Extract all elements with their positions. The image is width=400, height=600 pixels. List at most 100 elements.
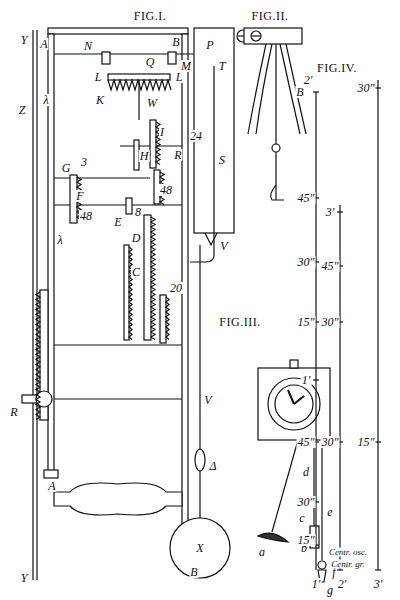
teeth	[36, 292, 40, 420]
part-letter: 30″	[297, 496, 316, 508]
bob	[258, 533, 288, 542]
part-letter: 45″	[297, 192, 316, 204]
loop	[271, 185, 284, 200]
cord	[321, 440, 322, 560]
part-letter: F	[75, 190, 84, 202]
right-post	[182, 34, 188, 556]
rod	[32, 30, 33, 580]
part-letter: 15″	[297, 534, 316, 546]
part-letter: A	[39, 38, 48, 50]
part-letter: 1′	[311, 578, 322, 590]
part-letter: R	[9, 406, 18, 418]
figure-title: FIG.II.	[251, 10, 290, 22]
part-letter: Q	[145, 56, 156, 68]
part-letter: P	[205, 39, 214, 51]
part-letter: E	[113, 216, 122, 228]
part-letter: 30″	[321, 316, 340, 328]
thread	[275, 44, 276, 200]
part-letter: V	[219, 240, 228, 252]
part-letter: T	[218, 60, 227, 72]
bracket	[244, 28, 302, 44]
tick	[337, 569, 343, 570]
part-letter: 48	[79, 210, 93, 222]
part-letter: L	[94, 71, 103, 83]
arbor	[54, 344, 182, 345]
teeth	[108, 80, 171, 90]
dial	[275, 385, 313, 423]
finial	[290, 360, 298, 368]
part-letter: A	[47, 480, 56, 492]
part-letter: Y	[20, 34, 29, 46]
pallet	[168, 52, 176, 64]
part-letter: Z	[18, 104, 27, 116]
hand	[288, 390, 294, 404]
pendulum-rod	[272, 440, 298, 532]
scale-line	[315, 92, 316, 570]
part-letter: 3′	[373, 578, 384, 590]
cheek	[248, 44, 272, 134]
part-letter: d	[302, 466, 310, 478]
part-letter: 2′	[337, 578, 348, 590]
part-letter: I	[159, 126, 165, 138]
part-letter: 30″	[321, 436, 340, 448]
pallet	[102, 52, 110, 64]
part-letter: 24	[189, 130, 203, 142]
part-letter: H	[139, 150, 150, 162]
part-letter: Centr. gr.	[330, 560, 365, 569]
part-letter: W	[146, 97, 158, 109]
scale-line	[377, 80, 378, 570]
pinion	[126, 198, 132, 214]
cord	[313, 440, 314, 526]
clock-case	[258, 368, 330, 440]
figure-title: FIG.III.	[218, 316, 261, 328]
figure-title: FIG.I.	[133, 10, 167, 22]
part-letter: 8	[134, 206, 142, 218]
part-letter: 30″	[357, 82, 376, 94]
part-letter: 45″	[321, 260, 340, 272]
part-letter: a	[258, 546, 266, 558]
cheek	[280, 44, 306, 134]
part-letter: 48	[159, 184, 173, 196]
part-letter: D	[131, 232, 142, 244]
wheel	[150, 120, 156, 168]
part-letter: X	[195, 542, 204, 554]
figure-title: FIG.IV.	[316, 62, 358, 74]
part-letter: λ	[56, 234, 63, 246]
crutch	[190, 66, 214, 262]
part-letter: V	[203, 394, 212, 406]
part-letter: 20	[169, 282, 183, 294]
dial	[268, 378, 320, 430]
part-letter: 3	[80, 156, 88, 168]
part-letter: g	[326, 584, 334, 596]
part-letter: C	[131, 266, 141, 278]
funnel	[205, 233, 217, 245]
teeth	[129, 247, 132, 340]
pillar	[54, 483, 182, 515]
wheel	[124, 245, 129, 340]
screw	[251, 31, 261, 41]
part-letter: e	[326, 506, 333, 518]
part-letter: 1′	[301, 374, 312, 386]
part-letter: K	[95, 94, 105, 106]
tick	[375, 441, 381, 442]
part-letter: 45″	[297, 436, 316, 448]
lens	[195, 449, 205, 471]
tick	[313, 379, 319, 380]
part-letter: c	[298, 512, 305, 524]
part-letter: Centr. osc.	[328, 548, 368, 557]
part-letter: 15″	[297, 316, 316, 328]
foot	[44, 470, 58, 478]
part-letter: λ	[42, 94, 49, 106]
part-letter: L	[175, 71, 184, 83]
part-letter: N	[83, 40, 93, 52]
tick	[375, 87, 381, 88]
hand	[294, 396, 304, 404]
wheel	[144, 215, 151, 340]
part-letter: 3′	[325, 206, 336, 218]
part-letter: 2′	[303, 74, 314, 86]
part-letter: 15″	[357, 436, 376, 448]
pulley	[272, 144, 280, 152]
teeth	[166, 297, 169, 340]
wheel-teeth	[36, 80, 171, 420]
